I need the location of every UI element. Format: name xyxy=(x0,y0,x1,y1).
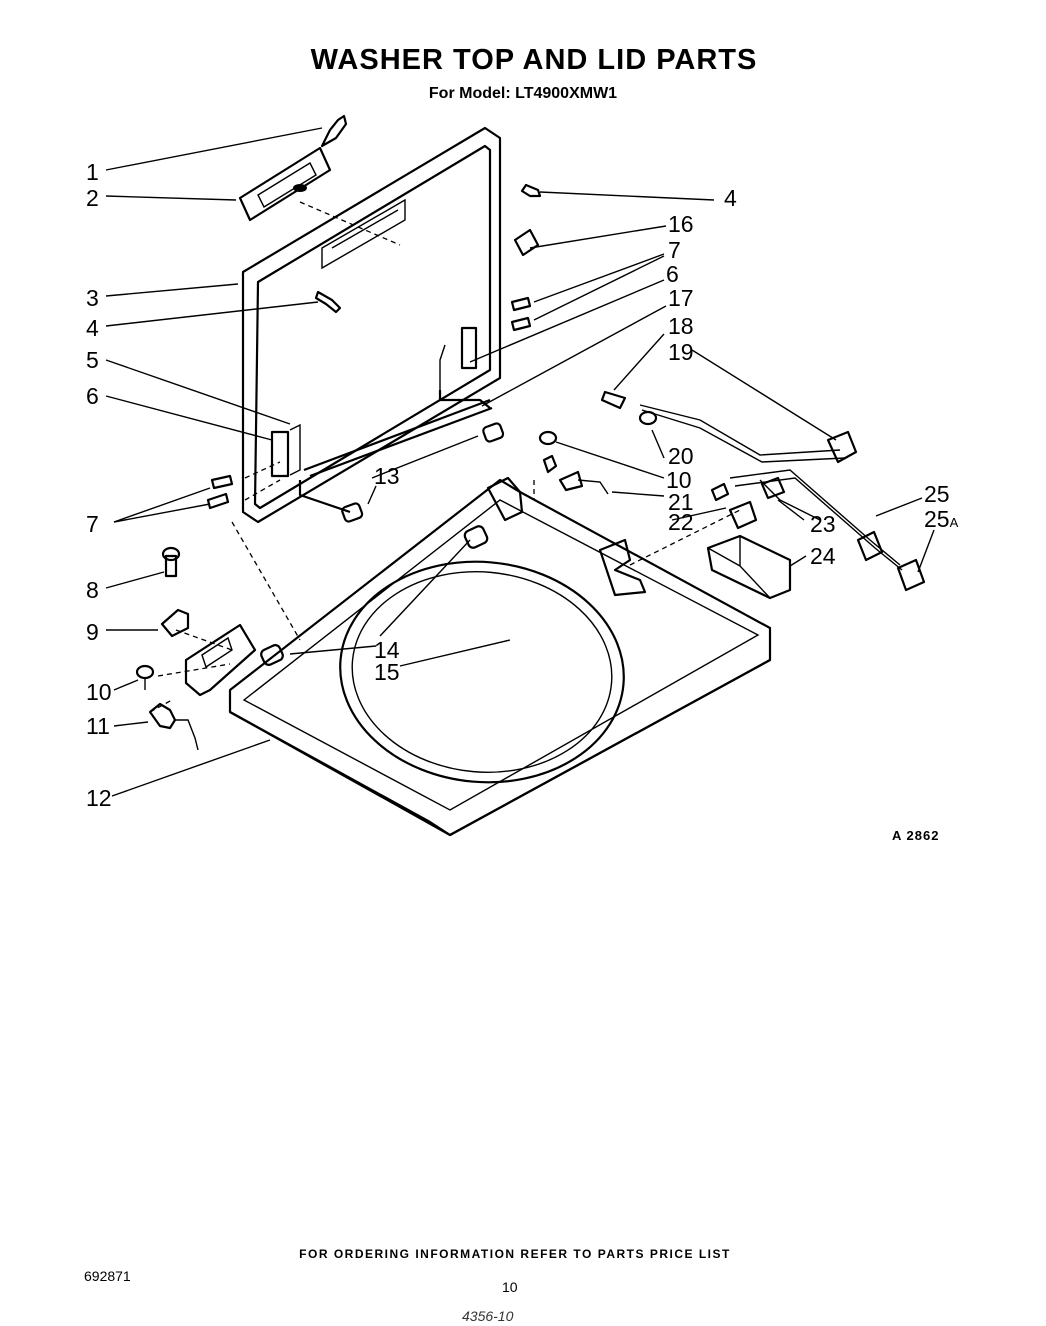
lid-frame xyxy=(241,126,502,524)
washer-top xyxy=(184,476,772,837)
hinge-brackets xyxy=(270,228,540,478)
callout-19: 19 xyxy=(668,339,694,365)
callout-7: 7 xyxy=(86,511,99,537)
callout-6: 6 xyxy=(86,383,99,409)
callout-20: 20 xyxy=(668,443,694,469)
callout-16: 16 xyxy=(668,211,694,237)
callout-13: 13 xyxy=(374,463,400,489)
callout-25a: 25A xyxy=(924,506,959,532)
screws xyxy=(206,183,542,510)
callout-6: 6 xyxy=(666,261,679,287)
callout-23: 23 xyxy=(810,511,836,537)
callout-9: 9 xyxy=(86,619,99,645)
callout-10: 10 xyxy=(86,679,112,705)
lid-switch-harness xyxy=(600,390,926,600)
callout-25: 25 xyxy=(924,481,950,507)
ordering-info-note: FOR ORDERING INFORMATION REFER TO PARTS … xyxy=(299,1247,731,1261)
callout-11: 11 xyxy=(86,713,110,739)
callout-17: 17 xyxy=(668,285,694,311)
lid-handle xyxy=(238,114,348,222)
callout-22: 22 xyxy=(668,509,694,535)
callout-2: 2 xyxy=(86,185,99,211)
page-number: 10 xyxy=(502,1279,518,1295)
callout-7: 7 xyxy=(668,237,681,263)
callout-10: 10 xyxy=(666,467,692,493)
callout-8: 8 xyxy=(86,577,99,603)
callout-4: 4 xyxy=(86,315,99,341)
callout-21: 21 xyxy=(668,489,694,515)
document-number: 692871 xyxy=(84,1268,131,1284)
right-hinge-parts xyxy=(538,430,609,495)
leader-lines xyxy=(105,127,935,797)
callout-12: 12 xyxy=(86,785,112,811)
callout-labels: 1 2 3 4 4 5 6 6 7 7 8 9 10 10 11 12 13 1… xyxy=(86,159,959,811)
callout-25a-suffix: A xyxy=(950,515,959,530)
page-title: WASHER TOP AND LID PARTS xyxy=(310,44,758,76)
hinge-rod xyxy=(298,390,505,523)
assembly-lines xyxy=(149,201,741,713)
bumpers xyxy=(260,525,489,666)
figure-code: A 2862 xyxy=(892,828,940,843)
callout-14: 14 xyxy=(374,637,400,663)
callout-3: 3 xyxy=(86,285,99,311)
model-subtitle: For Model: LT4900XMW1 xyxy=(428,85,618,102)
handwritten-note: 4356-10 xyxy=(462,1308,514,1324)
callout-24: 24 xyxy=(810,543,836,569)
callout-1: 1 xyxy=(86,159,99,185)
callout-15: 15 xyxy=(374,659,400,685)
callout-4: 4 xyxy=(724,185,737,211)
callout-5: 5 xyxy=(86,347,99,373)
lower-hinge-parts xyxy=(135,546,199,751)
callout-25a-number: 25 xyxy=(924,506,950,532)
callout-18: 18 xyxy=(668,313,694,339)
